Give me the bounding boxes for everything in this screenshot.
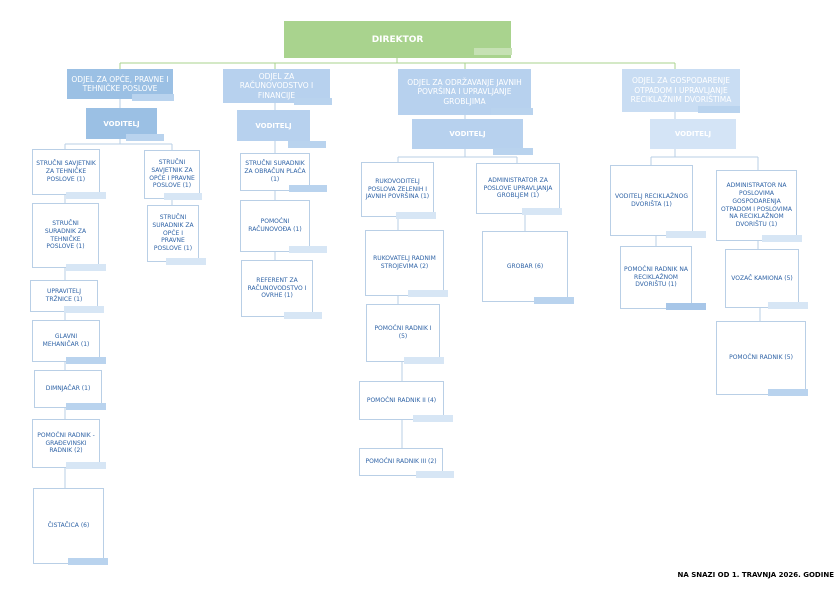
position-box: STRUČNI SAVJETNIK ZA OPĆE I PRAVNE POSLO…	[144, 150, 200, 199]
position-box: POMOĆNI RADNIK II (4)	[359, 381, 444, 420]
position-label: UPRAVITELJ TRŽNICE (1)	[45, 288, 83, 303]
head-dept-1: VODITELJ	[86, 108, 157, 139]
position-box: REFERENT ZA RAČUNOVODSTVO I OVRHE (1)	[241, 260, 313, 317]
box-tag	[408, 290, 448, 297]
box-tag	[66, 264, 106, 271]
position-box: RUKOVODITELJ POSLOVA ZELENIH I JAVNIH PO…	[361, 162, 434, 217]
box-tag	[289, 246, 327, 253]
position-box: POMOĆNI RADNIK NA RECIKLAŽNOM DVORIŠTU (…	[620, 246, 692, 309]
box-tag	[413, 415, 453, 422]
position-label: ČISTAČICA (6)	[47, 522, 90, 530]
box-tag	[666, 231, 706, 238]
position-label: STRUČNI SURADNIK ZA OBRAČUN PLAĆA (1)	[244, 160, 306, 183]
box-tag	[132, 94, 174, 101]
position-box: POMOĆNI RADNIK - GRAĐEVINSKI RADNIK (2)	[32, 419, 100, 468]
position-label: RUKOVODITELJ POSLOVA ZELENIH I JAVNIH PO…	[365, 177, 430, 201]
position-label: POMOĆNI RADNIK II (4)	[366, 396, 437, 404]
director-box: DIREKTOR	[284, 21, 511, 58]
box-tag	[66, 403, 106, 410]
box-tag	[289, 185, 327, 192]
position-label: ADMINISTRATOR ZA POSLOVE UPRAVLJANJA GRO…	[483, 176, 553, 200]
position-label: POMOĆNI RADNIK III (2)	[365, 458, 437, 466]
position-box: POMOĆNI RADNIK I (5)	[366, 304, 440, 362]
green-tag	[474, 48, 512, 55]
box-tag	[284, 312, 322, 319]
position-box: VOZAČ KAMIONA (5)	[725, 249, 799, 308]
box-tag	[522, 208, 562, 215]
position-box: VODITELJ RECIKLAŽNOG DVORIŠTA (1)	[610, 165, 693, 236]
position-box: RUKOVATELJ RADNIM STROJEVIMA (2)	[365, 230, 444, 296]
head-dept-4: VODITELJ	[650, 119, 736, 149]
position-box: STRUČNI SAVJETNIK ZA TEHNIČKE POSLOVE (1…	[32, 149, 100, 195]
dept-public-areas-cemeteries: ODJEL ZA ODRŽAVANJE JAVNIH POVRŠINA I UP…	[398, 69, 531, 115]
box-tag	[666, 303, 706, 310]
head-dept-2: VODITELJ	[237, 110, 310, 141]
effective-date-note: NA SNAZI OD 1. TRAVNJA 2026. GODINE	[677, 571, 835, 579]
position-label: POMOĆNI RADNIK I (5)	[374, 325, 432, 340]
head-label: VODITELJ	[255, 121, 292, 130]
head-label: VODITELJ	[103, 119, 140, 128]
box-tag	[493, 148, 533, 155]
head-dept-3: VODITELJ	[412, 119, 523, 149]
position-label: RUKOVATELJ RADNIM STROJEVIMA (2)	[373, 255, 436, 270]
position-box: POMOĆNI RAČUNOVOĐA (1)	[240, 200, 310, 252]
dept-label: ODJEL ZA OPĆE, PRAVNE I TEHNIČKE POSLOVE	[71, 74, 169, 93]
position-label: POMOĆNI RADNIK (5)	[729, 354, 793, 362]
position-label: GLAVNI MEHANIČAR (1)	[42, 333, 90, 348]
position-box: STRUČNI SURADNIK ZA TEHNIČKE POSLOVE (1)	[32, 203, 99, 268]
box-tag	[288, 141, 326, 148]
box-tag	[164, 193, 202, 200]
dept-label: ODJEL ZA RAČUNOVODSTVO I FINANCIJE	[239, 71, 314, 100]
position-label: POMOĆNI RADNIK - GRAĐEVINSKI RADNIK (2)	[37, 431, 95, 455]
position-label: STRUČNI SAVJETNIK ZA TEHNIČKE POSLOVE (1…	[36, 160, 96, 183]
dept-accounting-finance: ODJEL ZA RAČUNOVODSTVO I FINANCIJE	[223, 69, 330, 103]
head-label: VODITELJ	[674, 130, 712, 138]
box-tag	[126, 134, 164, 141]
box-tag	[768, 389, 808, 396]
position-box: GROBAR (6)	[482, 231, 568, 302]
dept-waste-management: ODJEL ZA GOSPODARENJE OTPADOM I UPRAVLJA…	[622, 69, 740, 112]
box-tag	[404, 357, 444, 364]
position-label: DIMNJAČAR (1)	[45, 385, 91, 393]
position-label: REFERENT ZA RAČUNOVODSTVO I OVRHE (1)	[247, 276, 307, 300]
box-tag	[698, 106, 740, 113]
box-tag	[68, 558, 108, 565]
position-box: ČISTAČICA (6)	[33, 488, 104, 564]
box-tag	[491, 108, 533, 115]
dept-label: ODJEL ZA ODRŽAVANJE JAVNIH POVRŠINA I UP…	[407, 77, 522, 106]
position-label: POMOĆNI RAČUNOVOĐA (1)	[248, 218, 302, 233]
box-tag	[396, 212, 436, 219]
box-tag	[66, 462, 106, 469]
position-label: STRUČNI SAVJETNIK ZA OPĆE I PRAVNE POSLO…	[149, 158, 195, 190]
position-label: VOZAČ KAMIONA (5)	[731, 274, 793, 282]
position-label: POMOĆNI RADNIK NA RECIKLAŽNOM DVORIŠTU (…	[624, 265, 688, 289]
position-label: VODITELJ RECIKLAŽNOG DVORIŠTA (1)	[615, 192, 688, 208]
position-label: ADMINISTRATOR NA POSLOVIMA GOSPODARENJA …	[721, 182, 792, 229]
box-tag	[66, 357, 106, 364]
position-label: GROBAR (6)	[506, 262, 544, 270]
position-box: STRUČNI SURADNIK ZA OBRAČUN PLAĆA (1)	[240, 153, 310, 191]
box-tag	[534, 297, 574, 304]
position-box: POMOĆNI RADNIK (5)	[716, 321, 806, 395]
box-tag	[294, 98, 332, 105]
box-tag	[166, 258, 206, 265]
box-tag	[768, 302, 808, 309]
dept-label: ODJEL ZA GOSPODARENJE OTPADOM I UPRAVLJA…	[630, 76, 732, 105]
position-label: STRUČNI SURADNIK ZA OPĆE I PRAVNE POSLOV…	[152, 214, 194, 253]
position-box: GLAVNI MEHANIČAR (1)	[32, 320, 100, 362]
director-label: DIREKTOR	[371, 34, 424, 45]
box-tag	[762, 235, 802, 242]
dept-general-legal-technical: ODJEL ZA OPĆE, PRAVNE I TEHNIČKE POSLOVE	[67, 69, 173, 99]
position-box: ADMINISTRATOR NA POSLOVIMA GOSPODARENJA …	[716, 170, 797, 241]
box-tag	[66, 192, 106, 199]
position-box: STRUČNI SURADNIK ZA OPĆE I PRAVNE POSLOV…	[147, 205, 199, 262]
head-label: VODITELJ	[449, 130, 486, 138]
position-box: ADMINISTRATOR ZA POSLOVE UPRAVLJANJA GRO…	[476, 163, 560, 214]
box-tag	[64, 306, 104, 313]
box-tag	[416, 471, 454, 478]
position-label: STRUČNI SURADNIK ZA TEHNIČKE POSLOVE (1)	[44, 219, 87, 251]
